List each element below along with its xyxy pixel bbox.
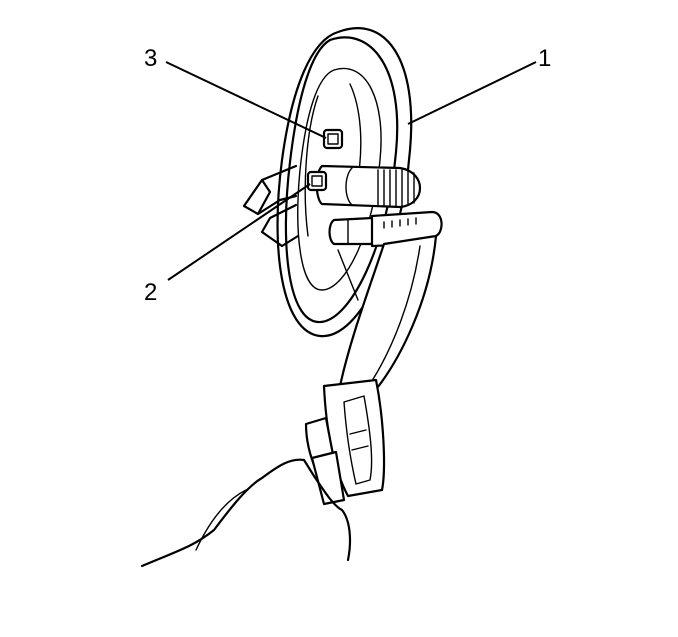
hub-shaft — [315, 164, 422, 209]
bolt-3 — [322, 128, 344, 150]
leader-line-2 — [167, 183, 311, 281]
leader-lines — [165, 61, 537, 281]
callout-2: 2 — [144, 279, 157, 306]
mounting-bracket — [242, 164, 300, 248]
callout-3: 3 — [144, 45, 157, 72]
callout-1: 1 — [538, 45, 551, 72]
holding-tool — [322, 210, 443, 498]
hand — [140, 416, 352, 568]
bolt-2 — [306, 170, 328, 192]
leader-line-1 — [407, 61, 537, 125]
leader-line-3 — [165, 61, 327, 139]
